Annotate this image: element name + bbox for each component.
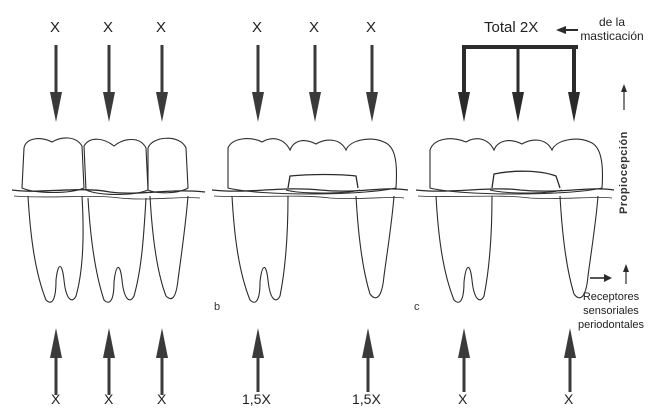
panel-letter-c: c [414,302,420,313]
tooth-root [28,196,83,302]
force-label-top: X [366,20,376,35]
force-label-bottom: X [564,392,573,406]
propioception-arrow [621,84,627,110]
panel-b-bottom-arrows [252,328,374,392]
panel-c-teeth [416,139,614,303]
tooth-root [356,196,394,298]
force-arrow-up [50,328,62,395]
force-label-bottom: X [104,392,113,406]
mastication-label: de la masticación [580,16,644,42]
panel-b-teeth [212,139,408,303]
receptors-line-1: Receptores [576,292,646,303]
mastication-arrow [556,26,578,34]
total-force-label: Total 2X [484,20,538,35]
bridge-crown [430,139,603,194]
force-label-bottom: X [51,392,60,406]
tooth-root [436,196,492,302]
tooth-crown [84,139,148,194]
tooth-crown [22,138,84,193]
bridge-crown [228,139,397,194]
force-label-top: X [50,20,60,35]
tooth-crown [148,138,188,193]
panel-a [12,45,205,395]
receptors-label: Receptores sensoriales periodontales [576,292,646,331]
force-label-top: X [252,20,262,35]
force-arrow-up [564,328,576,392]
force-label-bottom: 1,5X [242,392,271,406]
panel-b [212,45,408,392]
tooth-root [560,196,598,298]
force-arrow-up [362,328,374,392]
mastication-line-1: de la [580,16,644,28]
force-arrow-up [458,328,470,392]
panel-a-bottom-arrows [50,328,168,395]
propioception-label: Propiocepción [618,134,630,214]
force-arrow-up [156,328,168,395]
panel-a-top-arrows [50,45,168,122]
gum-line [12,190,205,193]
receptors-line-3: periodontales [576,320,646,331]
force-arrow-down [252,45,264,122]
force-label-bottom: 1,5X [352,392,381,406]
force-label-bottom: X [458,392,467,406]
panel-c-bottom-arrows [458,328,576,392]
force-arrow-up [252,328,264,392]
force-arrow-down [50,45,62,122]
mastication-line-2: masticación [580,30,644,42]
force-label-top: X [103,20,113,35]
force-arrow-down [366,45,378,122]
force-arrow-down [103,45,115,122]
pontic-base [492,171,560,188]
force-arrow-down [309,45,321,122]
panel-letter-b: b [214,302,220,313]
tooth-root [232,196,288,302]
receptors-arrows [590,264,629,284]
force-arrow-up [103,328,115,395]
force-label-bottom: X [157,392,166,406]
total-force-bar [458,45,580,122]
panel-b-top-arrows [252,45,378,122]
pontic-base [288,175,358,189]
tooth-root [150,196,188,299]
tooth-root [88,198,146,302]
force-label-top: X [156,20,166,35]
panel-a-teeth [12,138,205,302]
force-arrow-down [156,45,168,122]
panel-c [416,26,629,392]
receptors-line-2: sensoriales [576,306,646,317]
force-label-top: X [309,20,319,35]
